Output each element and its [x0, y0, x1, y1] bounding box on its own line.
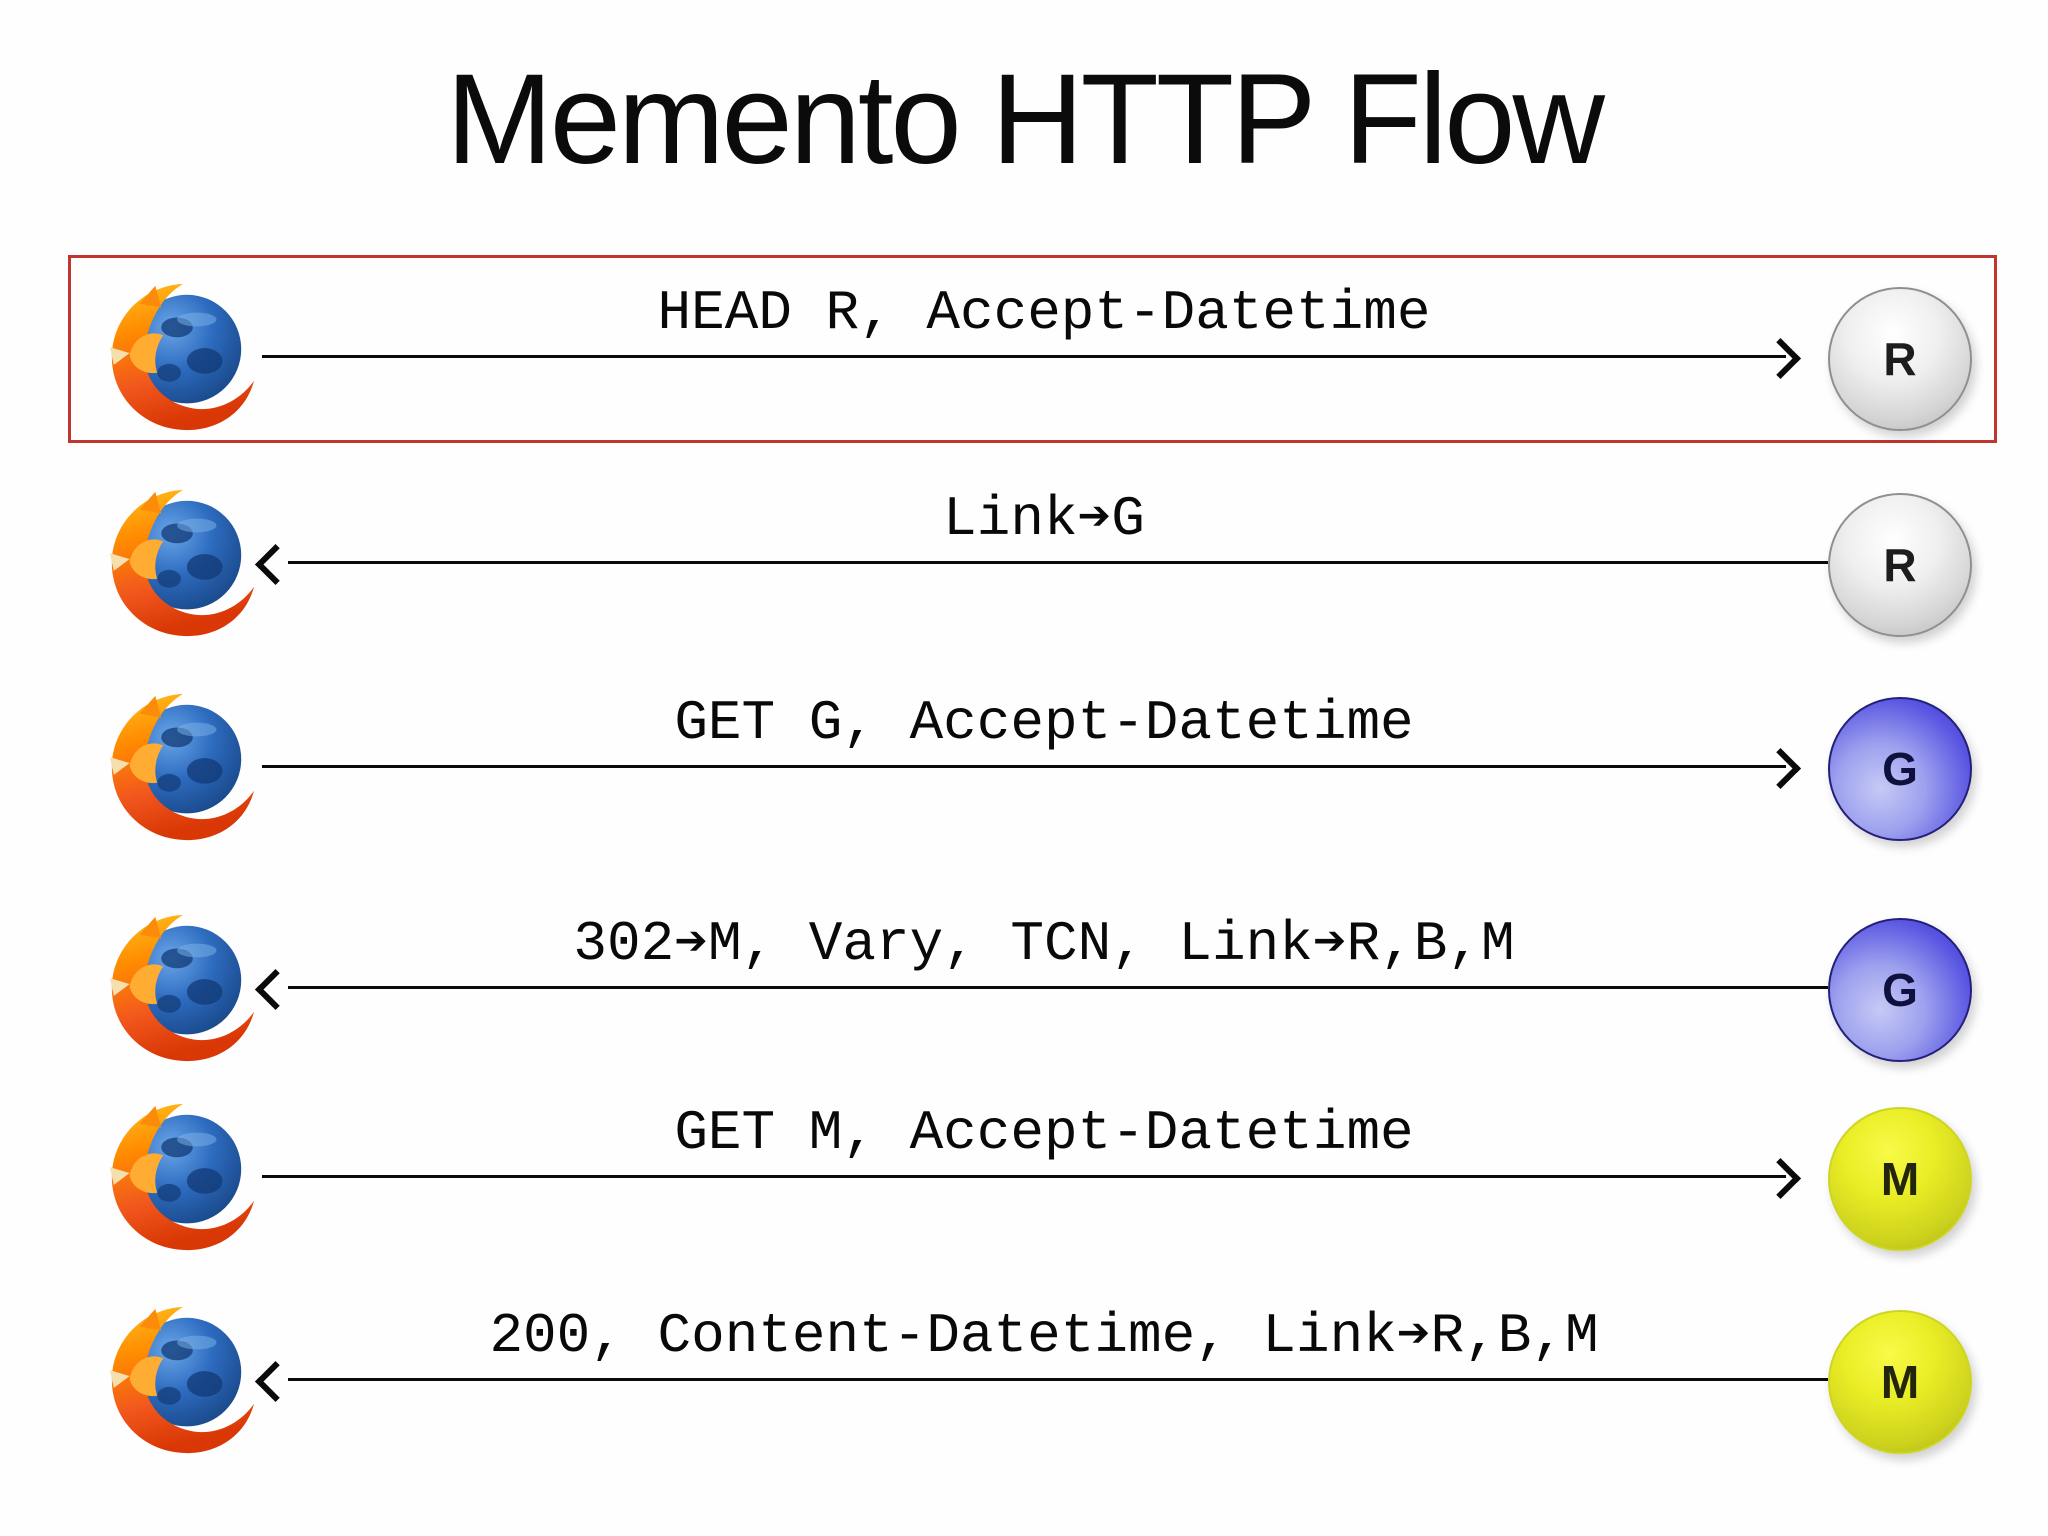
server-node-memento: M [1828, 1107, 1972, 1251]
flow-row-1: HEAD R, Accept-Datetime R [0, 252, 2048, 462]
server-label: R [1883, 539, 1917, 591]
server-label: G [1882, 964, 1918, 1016]
firefox-icon [100, 909, 258, 1067]
http-message: 302➔M, Vary, TCN, Link➔R,B,M [573, 912, 1515, 976]
firefox-icon [100, 278, 258, 436]
firefox-icon [100, 688, 258, 846]
http-message: GET M, Accept-Datetime [674, 1101, 1414, 1165]
server-node-memento: M [1828, 1310, 1972, 1454]
http-message: 200, Content-Datetime, Link➔R,B,M [489, 1304, 1599, 1368]
arrowhead-right-icon [1759, 1157, 1802, 1200]
firefox-icon [100, 1301, 258, 1459]
request-line [262, 765, 1786, 768]
firefox-icon [100, 1098, 258, 1256]
arrowhead-left-icon [254, 543, 297, 586]
flow-row-5: GET M, Accept-Datetime M [0, 1072, 2048, 1282]
response-line [288, 986, 1828, 989]
arrowhead-left-icon [254, 1360, 297, 1403]
server-label: M [1880, 1153, 1920, 1205]
server-node-timegate: G [1828, 918, 1972, 1062]
firefox-icon [100, 484, 258, 642]
server-node-resource: R [1828, 287, 1972, 431]
server-label: M [1880, 1356, 1920, 1408]
request-line [262, 355, 1786, 358]
arrowhead-right-icon [1759, 747, 1802, 790]
response-line [288, 1378, 1828, 1381]
page-title: Memento HTTP Flow [446, 48, 1605, 191]
arrowhead-left-icon [254, 968, 297, 1011]
flow-row-4: 302➔M, Vary, TCN, Link➔R,B,M G [0, 883, 2048, 1093]
http-message: HEAD R, Accept-Datetime [657, 281, 1431, 345]
server-node-resource: R [1828, 493, 1972, 637]
http-message: Link➔G [943, 487, 1145, 551]
flow-row-6: 200, Content-Datetime, Link➔R,B,M M [0, 1275, 2048, 1485]
server-label: G [1882, 743, 1918, 795]
flow-row-2: Link➔G R [0, 458, 2048, 668]
response-line [288, 561, 1828, 564]
flow-row-3: GET G, Accept-Datetime G [0, 662, 2048, 872]
server-node-timegate: G [1828, 697, 1972, 841]
server-label: R [1883, 333, 1917, 385]
arrowhead-right-icon [1759, 337, 1802, 380]
request-line [262, 1175, 1786, 1178]
highlight-box [68, 255, 1997, 443]
http-message: GET G, Accept-Datetime [674, 691, 1414, 755]
